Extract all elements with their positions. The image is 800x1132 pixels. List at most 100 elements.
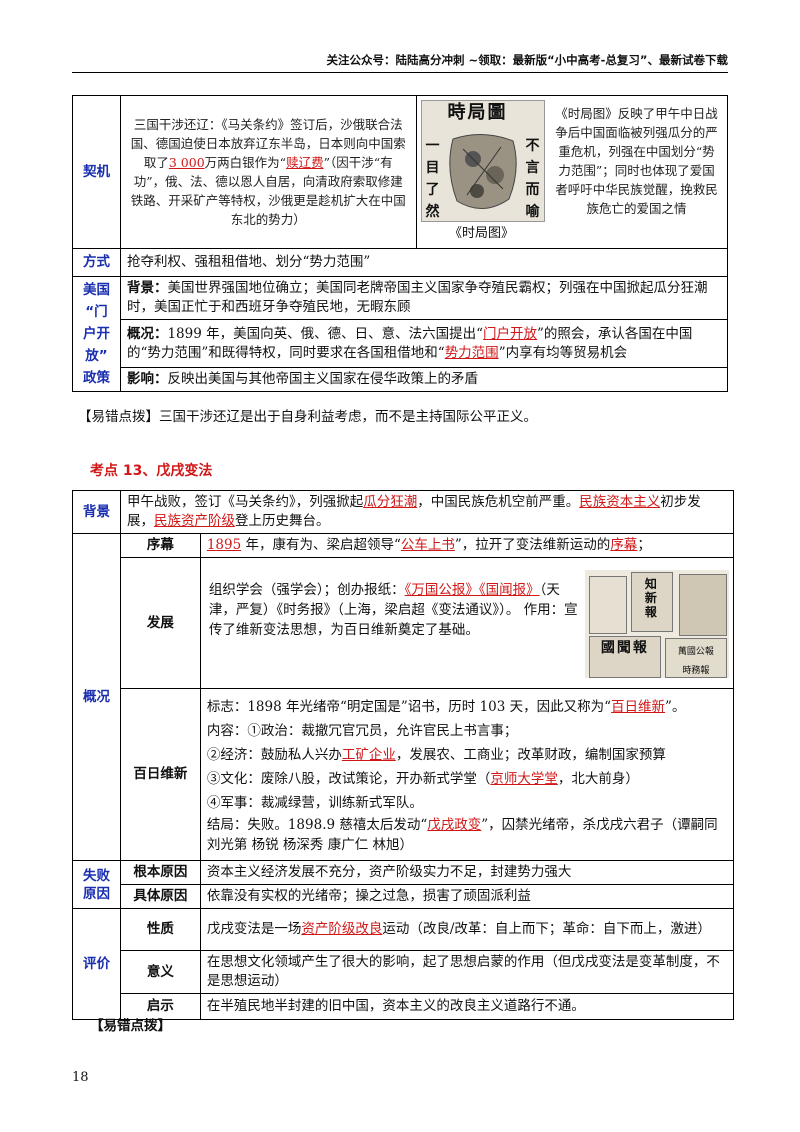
bairi-l3red: 工矿企业 [341,746,396,763]
bairi-l1b: ”。 [665,698,686,715]
beijing-p3: 初步发展， [126,494,701,529]
juti-label: 具体原因 [119,884,201,909]
menhu-impact: 影响：反映出美国与其他帝国主义国家在侵华政策上的矛盾 [119,367,729,392]
bairi-line-5: ④军事：裁减绿营，训练新式军队。 [206,794,423,811]
bairi-l1red: 百日维新 [611,698,666,715]
qiji-p1: 三国干涉还辽：《马关条约》签订后，沙俄联合法国、德国迫使日本放弃辽东半岛，日本则… [130,117,406,170]
beijing-text: 甲午战败，签订《马关条约》，列强掀起瓜分狂潮，中国民族危机空前严重。民族资本主义… [119,490,735,534]
bairi-line-2: 内容：①政治：裁撤冗官冗员，允许官民上书言事； [206,722,518,739]
menhu-label-2: “门 [85,304,108,320]
beijing-red3: 民族资产阶级 [153,513,235,529]
shijutu-image-title: 時局圖 [447,102,508,123]
qiji-p3: ”（因干涉“有功”，俄、法、德以恩人自居，向清政府索取修建铁路、开采矿产等特权，… [130,155,406,227]
beijing-red2: 民族资本主义 [579,494,661,510]
shijutu-map-illustration [448,134,517,209]
shijutu-caption: 《时局图》 [449,226,515,241]
table-imperialism: 契机 三国干涉还辽：《马关条约》签订后，沙俄联合法国、德国迫使日本放弃辽东半岛，… [72,95,729,392]
newspaper-right [678,574,727,636]
page-header: 关注公众号：陆陆高分冲刺 ~领取：最新版“小中高考-总复习”、最新试卷下载 [326,53,728,67]
newspaper-wanguogongbao: 萬國公報時務報 [664,638,727,678]
menhu-yx-key: 影响： [126,371,168,387]
newspaper-zhixinbao-text: 知新報 [644,577,657,619]
menhu-label-3: 户开 [82,326,110,342]
menhu-bg-text: 美国世界强国地位确立；美国同老牌帝国主义国家争夺殖民霸权；列强在中国掀起瓜分狂潮… [126,280,708,315]
row-label-gaikuang: 概况 [72,533,121,861]
menhu-label-5: 政策 [82,370,110,386]
shijutu-image-left: 一目了然 [425,138,440,220]
fazhan-red1: 《万国公报》《国闻报》 [404,582,540,598]
section-title: 考点 13、戊戌变法 [90,463,213,479]
menhu-gk-p2: ”的照会，承认各国在中国的“势力范围”和既得特权，同时要求在各国租借地和“ [126,325,693,361]
xumu-label: 序幕 [119,533,201,558]
menhu-overview: 概况：1899 年，美国向英、俄、德、日、意、法六国提出“门户开放”的照会，承认… [119,319,729,368]
shijutu-image: 時局圖 一目了然 不言而喻 [420,100,545,222]
xingzhi-text: 戊戌变法是一场资产阶级改良运动（改良/改革：自上而下；革命：自下而上，激进） [199,908,735,951]
yiyi-label: 意义 [119,950,201,994]
newspapers-image: 知新報 國聞報 萬國公報時務報 [584,570,729,678]
bairi-l6b: ”，囚禁光绪帝，杀戊戌六君子（谭嗣同 刘光第 杨锐 杨深秀 康广仁 林旭） [206,816,718,853]
xumu-p1: 年，康有为、梁启超领导“ [241,537,401,553]
shijutu-image-right: 不言而喻 [525,138,540,220]
qiji-text: 三国干涉还辽：《马关条约》签订后，沙俄联合法国、德国迫使日本放弃辽东半岛，日本则… [119,95,417,249]
fazhan-cell: 组织学会（强学会）；创办报纸：《万国公报》《国闻报》（天津，严复）《时务报》（上… [199,557,735,689]
bairi-l4red: 京师大学堂 [490,770,558,787]
row-label-menhu: 美国 “门 户开 放” 政策 [72,276,121,392]
xumu-p2: ”，拉开了变法维新运动的 [454,537,611,553]
page-number: 18 [72,1070,89,1085]
row-label-pingjia: 评价 [72,908,121,1020]
xumu-text: 1895 年，康有为、梁启超领导“公车上书”，拉开了变法维新运动的序幕； [199,533,735,558]
bairi-l3b: ，发展农、工商业；改革财政，编制国家预算 [395,746,666,763]
shijutu-description: 《时局图》反映了甲午中日战争后中国面临被列强瓜分的严重危机，列强在中国划分“势力… [555,106,718,216]
shibai-label-2: 原因 [82,885,110,902]
row-label-beijing: 背景 [72,490,121,534]
menhu-label-4: 放” [85,348,108,364]
newspaper-shiwubao-text: 時務報 [682,666,710,676]
menhu-label-1: 美国 [82,282,110,298]
xingzhi-p2: 运动（改良/改革：自上而下；革命：自下而上，激进） [382,921,711,937]
bairi-line-3: ②经济：鼓励私人兴办工矿企业，发展农、工商业；改革财政，编制国家预算 [207,743,727,767]
shijutu-cell: 時局圖 一目了然 不言而喻 《时局图》 《时局图》反映了甲午中日战争后中国面临被… [415,95,729,249]
xumu-red2: 公车上书 [400,537,455,553]
newspaper-guowenbao: 國聞報 [588,636,661,678]
tip-2: 【易错点拨】 [90,1018,171,1034]
row-label-fangshi: 方式 [72,248,121,277]
header-divider [72,72,728,73]
menhu-gk-p1: 1899 年，美国向英、俄、德、日、意、法六国提出“ [167,325,484,342]
genben-label: 根本原因 [119,860,201,885]
fazhan-label: 发展 [119,557,201,689]
fazhan-p2: （天津，严复）《时务报》（上海，梁启超《变法通议》）。 作用：宣传了维新变法思想… [208,582,578,638]
xingzhi-red: 资产阶级改良 [301,921,383,937]
fazhan-text: 组织学会（强学会）；创办报纸：《万国公报》《国闻报》（天津，严复）《时务报》（上… [209,580,581,640]
bairi-line-4: ③文化：废除八股，改试策论，开办新式学堂（京师大学堂，北大前身） [207,767,727,791]
juti-text: 依靠没有实权的光绪帝；操之过急，损害了顽固派利益 [199,884,735,909]
menhu-background: 背景：美国世界强国地位确立；美国同老牌帝国主义国家争夺殖民霸权；列强在中国掀起瓜… [119,276,729,320]
qiji-key: 赎辽费 [286,155,324,170]
beijing-p1: 甲午战败，签订《马关条约》，列强掀起 [126,494,364,510]
bairi-l6red: 戊戌政变 [427,816,482,833]
menhu-gk-red1: 门户开放 [483,325,538,342]
newspaper-left [588,576,627,634]
newspaper-zhixinbao: 知新報 [630,572,673,632]
xumu-red3: 序幕 [610,537,638,553]
bairi-l4a: ③文化：废除八股，改试策论，开办新式学堂（ [206,770,491,787]
xingzhi-p1: 戊戌变法是一场 [206,921,302,937]
newspaper-wanguogongbao-text: 萬國公報 [677,647,714,657]
genben-text: 资本主义经济发展不充分，资产阶级实力不足，封建势力强大 [199,860,735,885]
xingzhi-label: 性质 [119,908,201,951]
tip-1: 【易错点拨】三国干涉还辽是出于自身利益考虑，而不是主持国际公平正义。 [78,409,537,425]
bairi-line-1: 标志：1898 年光绪帝“明定国是”诏书，历时 103 天，因此又称为“百日维新… [207,695,727,719]
xumu-p3: ； [637,537,651,553]
bairi-l3a: ②经济：鼓励私人兴办 [206,746,342,763]
menhu-yx-text: 反映出美国与其他帝国主义国家在侵华政策上的矛盾 [167,371,478,387]
table-wuxu: 背景 甲午战败，签订《马关条约》，列强掀起瓜分狂潮，中国民族危机空前严重。民族资… [72,490,735,1020]
shibai-label-1: 失败 [82,867,110,884]
qishi-text: 在半殖民地半封建的旧中国，资本主义的改良主义道路行不通。 [199,993,735,1020]
bairi-label: 百日维新 [119,688,201,861]
menhu-gk-p3: ”内享有均等贸易机会 [498,344,628,361]
fazhan-p1: 组织学会（强学会）；创办报纸： [208,582,405,598]
bairi-l1a: 标志：1898 年光绪帝“明定国是”诏书，历时 103 天，因此又称为“ [206,698,612,715]
beijing-red1: 瓜分狂潮 [363,494,418,510]
bairi-l6a: 结局：失败。1898.9 慈禧太后发动“ [206,816,428,833]
menhu-bg-key: 背景： [126,280,168,296]
menhu-gk-key: 概况： [126,325,168,342]
